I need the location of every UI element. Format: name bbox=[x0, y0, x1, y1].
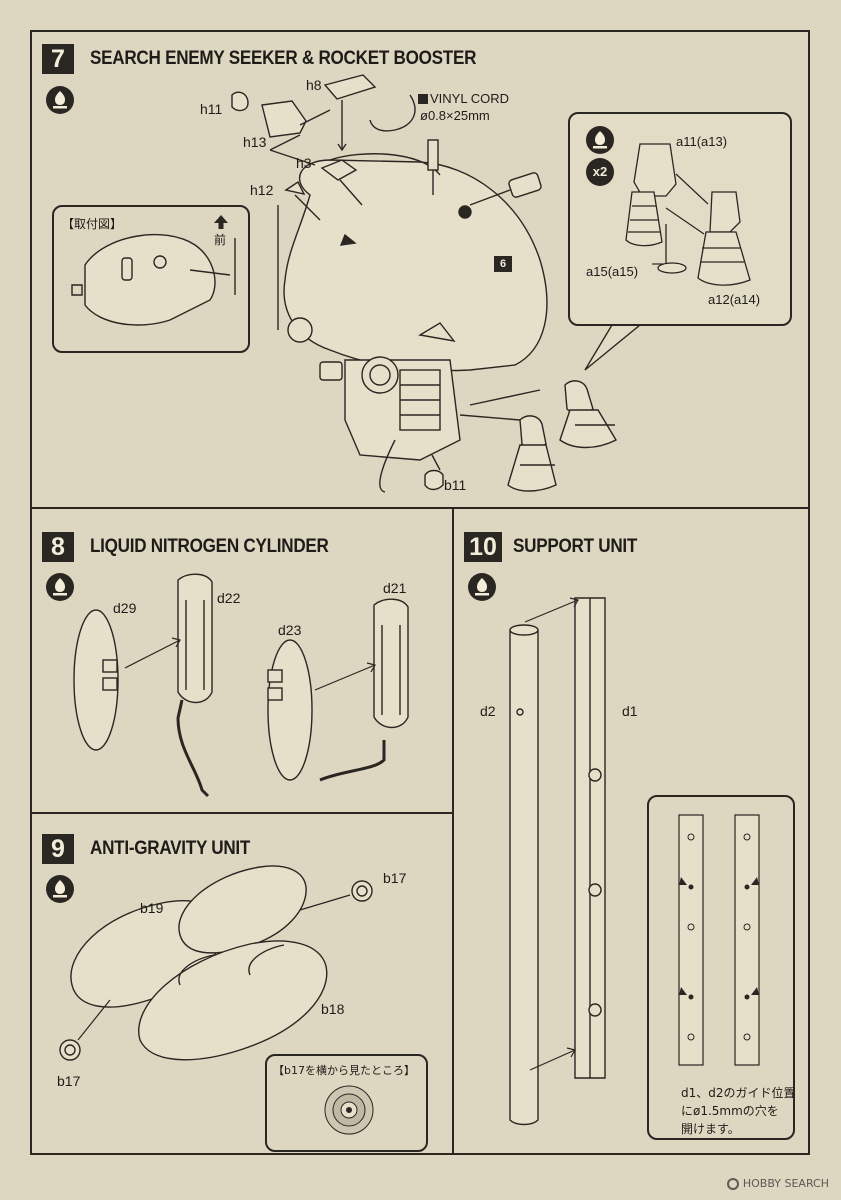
part-label-d29: d29 bbox=[113, 600, 137, 616]
step-number-7: 7 bbox=[42, 44, 74, 74]
part-label-b17-top: b17 bbox=[383, 870, 407, 886]
square-bullet-icon bbox=[418, 94, 428, 104]
divider-step8 bbox=[30, 812, 453, 814]
step-number-8: 8 bbox=[42, 532, 74, 562]
b17-side-view-drawing bbox=[324, 1085, 374, 1135]
part-label-h8: h8 bbox=[306, 77, 322, 93]
step-title-10: SUPPORT UNIT bbox=[513, 536, 638, 557]
part-label-b19: b19 bbox=[140, 900, 164, 916]
part-label-a12: a12(a14) bbox=[708, 292, 761, 307]
vinyl-cord-label: VINYL CORD bbox=[430, 91, 509, 106]
guide-hole-note-line2: にø1.5mmの穴を bbox=[681, 1104, 779, 1118]
reference-step-6: 6 bbox=[494, 256, 512, 272]
step-number-9: 9 bbox=[42, 834, 74, 864]
divider-column bbox=[452, 507, 454, 1155]
divider-step7 bbox=[30, 507, 810, 509]
b17-side-view-title: 【b17を横から見たところ】 bbox=[273, 1064, 415, 1077]
booster-callout: x2 a11(a13) a15(a15) a12(a14) bbox=[568, 112, 792, 326]
b17-side-view-box: 【b17を横から見たところ】 bbox=[265, 1054, 428, 1152]
part-label-d23: d23 bbox=[278, 622, 302, 638]
vinyl-cord-spec: ø0.8×25mm bbox=[420, 108, 490, 123]
part-label-d1: d1 bbox=[622, 703, 638, 719]
part-label-h3: h3 bbox=[296, 155, 312, 171]
part-label-h13: h13 bbox=[243, 134, 267, 150]
part-label-b17-bottom: b17 bbox=[57, 1073, 81, 1089]
step-number-10: 10 bbox=[464, 532, 502, 562]
cement-icon bbox=[46, 86, 74, 114]
part-label-b11: b11 bbox=[444, 477, 467, 493]
guide-hole-detail-box: d1、d2のガイド位置 にø1.5mmの穴を 開けます。 bbox=[647, 795, 796, 1140]
watermark-text: HOBBY SEARCH bbox=[742, 1177, 829, 1190]
watermark-logo-icon bbox=[726, 1177, 739, 1190]
mount-view-title: 【取付図】 bbox=[62, 217, 123, 231]
cement-icon bbox=[468, 573, 496, 601]
part-label-d21: d21 bbox=[383, 580, 407, 596]
part-label-h11: h11 bbox=[200, 101, 223, 117]
guide-hole-note-line1: d1、d2のガイド位置 bbox=[681, 1086, 796, 1100]
part-label-d2: d2 bbox=[480, 703, 496, 719]
cement-icon bbox=[46, 573, 74, 601]
cement-icon bbox=[46, 875, 74, 903]
front-arrow-icon bbox=[214, 215, 228, 229]
multiplier-label: x2 bbox=[592, 164, 608, 179]
mount-view-box: 【取付図】 前 bbox=[52, 205, 250, 353]
part-label-b18: b18 bbox=[321, 1001, 345, 1017]
step-title-9: ANTI-GRAVITY UNIT bbox=[90, 838, 251, 859]
step-title-8: LIQUID NITROGEN CYLINDER bbox=[90, 536, 329, 557]
part-label-a15: a15(a15) bbox=[586, 264, 639, 279]
multiplier-badge: x2 bbox=[586, 158, 614, 186]
step-title-7: SEARCH ENEMY SEEKER & ROCKET BOOSTER bbox=[90, 48, 477, 69]
guide-hole-detail-drawing bbox=[678, 814, 760, 1066]
page-frame bbox=[30, 30, 810, 1155]
cement-icon-callout bbox=[586, 126, 614, 154]
front-label: 前 bbox=[214, 233, 227, 247]
guide-hole-note-line3: 開けます。 bbox=[681, 1122, 740, 1136]
booster-callout-art bbox=[625, 143, 751, 286]
part-label-h12: h12 bbox=[250, 182, 274, 198]
part-label-d22: d22 bbox=[217, 590, 241, 606]
part-label-a11: a11(a13) bbox=[676, 134, 728, 149]
watermark: HOBBY SEARCH bbox=[726, 1177, 829, 1190]
